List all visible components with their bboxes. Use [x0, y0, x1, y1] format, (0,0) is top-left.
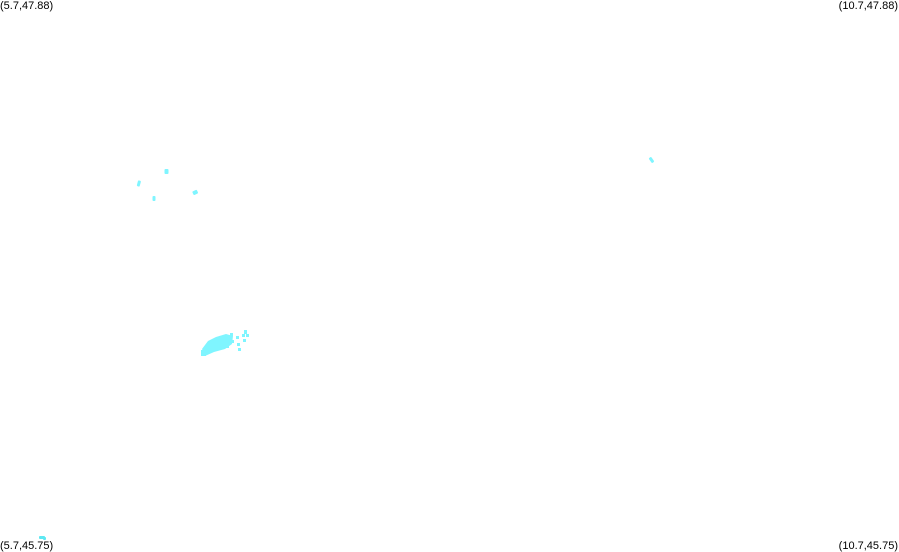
- feature-point[interactable]: [237, 343, 240, 346]
- feature-point[interactable]: [136, 180, 141, 187]
- feature-group-north-west: [136, 169, 198, 201]
- feature-group-south-west: [39, 536, 46, 540]
- corner-coordinate-top-right: (10.7,47.88): [838, 0, 898, 12]
- corner-coordinate-bottom-right: (10.7,45.75): [838, 540, 898, 552]
- feature-group-north-east: [648, 157, 655, 164]
- feature-polygon[interactable]: [202, 334, 233, 356]
- feature-point[interactable]: [243, 339, 246, 342]
- feature-point[interactable]: [43, 537, 46, 540]
- feature-point[interactable]: [238, 348, 241, 351]
- feature-point[interactable]: [242, 334, 245, 337]
- feature-point[interactable]: [230, 333, 233, 336]
- feature-cluster-central: [201, 330, 249, 356]
- feature-point[interactable]: [224, 343, 229, 348]
- feature-point[interactable]: [236, 336, 239, 339]
- feature-point[interactable]: [246, 334, 249, 337]
- feature-point[interactable]: [648, 157, 655, 164]
- feature-point[interactable]: [164, 169, 169, 174]
- corner-coordinate-bottom-left: (5.7,45.75): [0, 540, 54, 552]
- feature-point[interactable]: [244, 330, 247, 334]
- feature-point[interactable]: [231, 340, 234, 343]
- feature-point[interactable]: [152, 196, 156, 201]
- corner-coordinate-top-left: (5.7,47.88): [0, 0, 54, 12]
- feature-point[interactable]: [192, 189, 198, 196]
- feature-point[interactable]: [201, 350, 206, 356]
